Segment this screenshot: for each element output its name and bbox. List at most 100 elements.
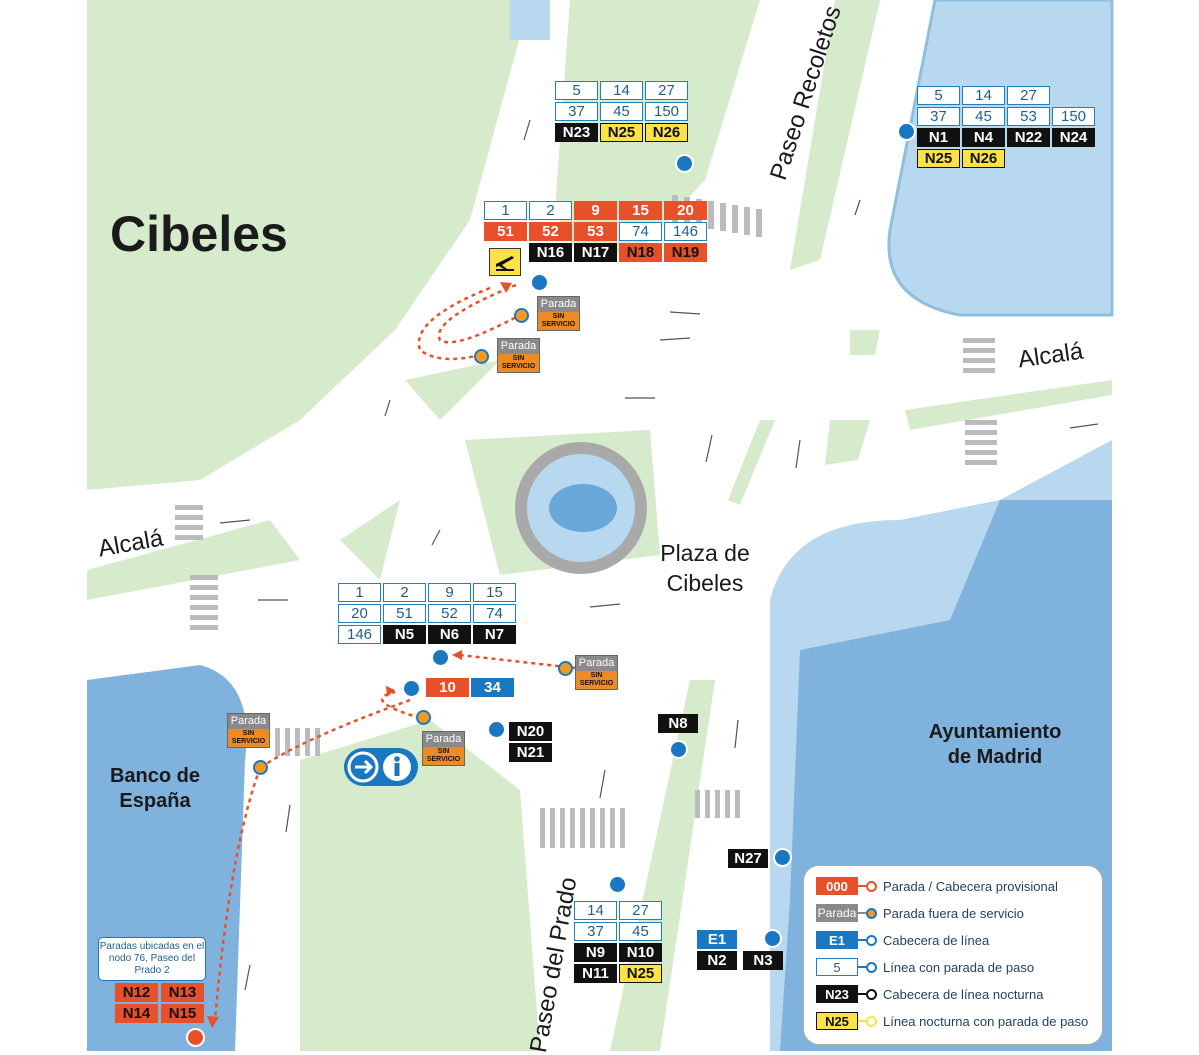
place-ayuntamiento-line2: de Madrid (947, 746, 1043, 768)
stop-top-left-lines: 1 2 9 15 20 51 52 53 74 146 N16 N17 N18 … (484, 201, 707, 262)
line-badge: 51 (484, 222, 527, 241)
line-badge: 15 (619, 201, 662, 220)
lane-arrows (219, 119, 1099, 991)
stop-n27-lines: N27 (728, 849, 768, 868)
line-badge: 5 (917, 86, 960, 105)
line-badge: 9 (574, 201, 617, 220)
legend-stop-marker (866, 934, 877, 946)
park-southwest (300, 720, 540, 1051)
line-badge: N11 (574, 964, 617, 983)
bus-stop-middle[interactable] (431, 648, 450, 667)
legend-stop-marker (866, 988, 877, 1000)
line-badge: 74 (619, 222, 662, 241)
legend-connector (858, 993, 866, 995)
map-legend: 000 Parada / Cabecera provisional Parada… (803, 865, 1103, 1045)
legend-text: Cabecera de línea nocturna (883, 986, 1044, 1002)
bus-stop-nodo76[interactable] (186, 1028, 205, 1047)
place-plaza-line1: Plaza de (660, 540, 750, 566)
out-of-service-label: Parada (423, 732, 464, 747)
bus-stop-top-right[interactable] (897, 122, 916, 141)
stop-e1-lines: E1 N2 N3 (697, 930, 783, 970)
line-badge: N1 (917, 128, 960, 147)
out-of-service-status: SIN SERVICIO (228, 729, 269, 747)
line-badge: 45 (962, 107, 1005, 126)
out-of-service-label: Parada (228, 714, 269, 729)
line-badge: 45 (619, 922, 662, 941)
bus-stop-top-center[interactable] (675, 154, 694, 173)
bus-stop-n8[interactable] (669, 740, 688, 759)
park-east-median (905, 380, 1112, 430)
line-badge: N9 (574, 943, 617, 962)
park-island-c (340, 500, 400, 580)
out-of-service-stop-2: Parada SIN SERVICIO (497, 338, 540, 373)
line-badge: 20 (664, 201, 707, 220)
line-badge: E1 (697, 930, 737, 949)
line-badge: N16 (529, 243, 572, 262)
park-island-e (825, 420, 870, 465)
line-badge: N12 (115, 983, 158, 1002)
out-of-service-stop-5: Parada SIN SERVICIO (227, 713, 270, 748)
stop-n8-lines: N8 (658, 714, 698, 733)
bus-info-icon[interactable] (344, 748, 418, 786)
line-badge: N10 (619, 943, 662, 962)
park-island-a (405, 360, 500, 420)
line-badge: N26 (645, 123, 688, 142)
spacer (1052, 86, 1095, 105)
bus-stop-n20[interactable] (487, 720, 506, 739)
out-of-service-status: SIN SERVICIO (576, 671, 617, 689)
out-of-service-stop-1: Parada SIN SERVICIO (537, 296, 580, 331)
bus-stop-n27[interactable] (773, 848, 792, 867)
legend-swatch: 5 (816, 958, 858, 976)
place-ayuntamiento: Ayuntamiento de Madrid (920, 720, 1070, 770)
legend-row-night-terminal: N23 Cabecera de línea nocturna (816, 984, 1043, 1004)
legend-connector (858, 939, 866, 941)
park-north-strip (790, 0, 880, 270)
legend-row-night-pass: N25 Línea nocturna con parada de paso (816, 1011, 1088, 1031)
park-south-strip (610, 680, 715, 1051)
line-badge: N17 (574, 243, 617, 262)
building-north-edge (510, 0, 550, 40)
provisional-arrow-south (207, 1016, 219, 1028)
provisional-arrow-top (500, 282, 512, 293)
legend-stop-marker (866, 961, 877, 973)
line-badge: 2 (383, 583, 426, 602)
bus-stop-e1[interactable] (763, 929, 782, 948)
line-badge: 146 (664, 222, 707, 241)
line-badge: N25 (917, 149, 960, 168)
bus-stop-out-of-service-5 (253, 760, 268, 775)
stop-10-34-lines: 10 34 (426, 678, 514, 697)
legend-text: Línea con parada de paso (883, 959, 1035, 975)
map-title: Cibeles (110, 206, 288, 262)
line-badge: N14 (115, 1004, 158, 1023)
line-badge: N4 (962, 128, 1005, 147)
line-badge: N20 (509, 722, 552, 741)
line-badge: N27 (728, 849, 768, 868)
line-badge: N26 (962, 149, 1005, 168)
line-badge: 150 (645, 102, 688, 121)
bus-stop-out-of-service-4 (558, 661, 573, 676)
line-badge: 15 (473, 583, 516, 602)
line-badge: N25 (619, 964, 662, 983)
line-badge: N15 (161, 1004, 204, 1023)
legend-swatch: Parada (816, 904, 858, 922)
provisional-routes (213, 283, 576, 1021)
line-badge: 1 (338, 583, 381, 602)
line-badge: 52 (428, 604, 471, 623)
out-of-service-status: SIN SERVICIO (498, 354, 539, 372)
legend-connector (858, 912, 866, 914)
place-banco-line1: Banco de (109, 765, 201, 787)
provisional-arrow-low (386, 686, 395, 697)
line-badge: N8 (658, 714, 698, 733)
bus-stop-top-left[interactable] (530, 273, 549, 292)
legend-stop-marker (866, 880, 877, 892)
bus-stop-prado[interactable] (608, 875, 627, 894)
line-badge: N6 (428, 625, 471, 644)
bus-stop-provisional-10[interactable] (402, 679, 421, 698)
bus-stop-out-of-service-1 (514, 308, 529, 323)
airport-icon (489, 248, 521, 276)
line-badge: 150 (1052, 107, 1095, 126)
line-badge: 146 (338, 625, 381, 644)
legend-connector (858, 1020, 866, 1022)
line-badge: 14 (962, 86, 1005, 105)
line-badge: N21 (509, 743, 552, 762)
